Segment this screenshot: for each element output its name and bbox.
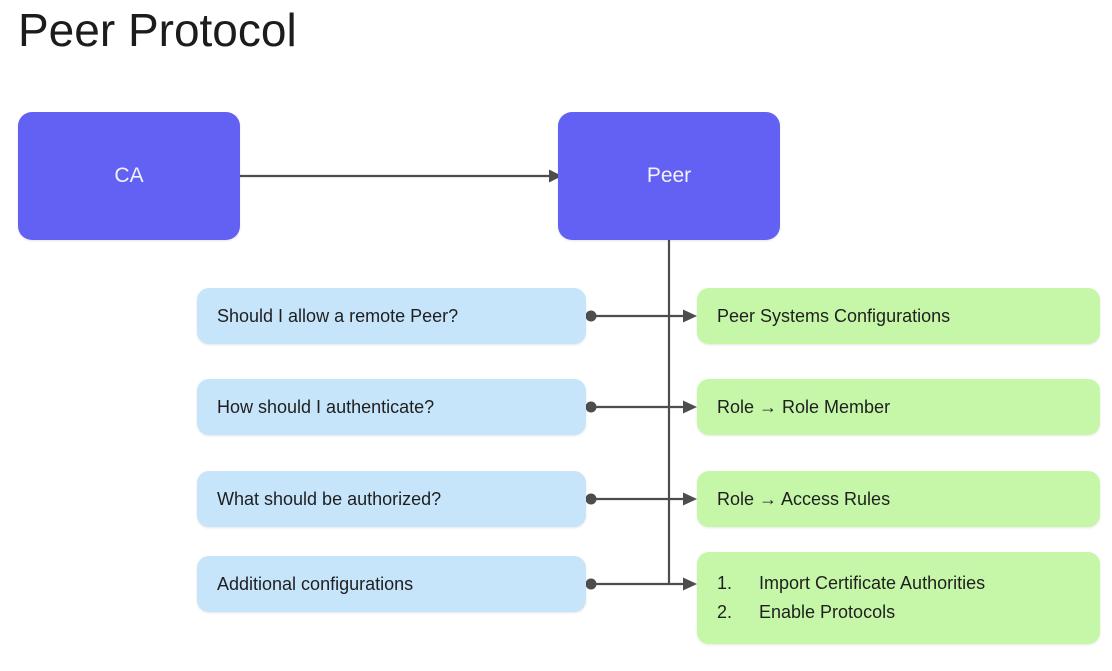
node-question-1-label: Should I allow a remote Peer? bbox=[217, 306, 459, 326]
node-ca[interactable]: CA bbox=[18, 112, 240, 240]
edge-row-2 bbox=[585, 400, 697, 414]
node-question-1[interactable]: Should I allow a remote Peer? bbox=[197, 288, 586, 344]
page-title: Peer Protocol bbox=[18, 4, 297, 56]
node-question-4-label: Additional configurations bbox=[217, 574, 414, 594]
list-item-text: Import Certificate Authorities bbox=[759, 573, 986, 593]
edge-ca-to-peer bbox=[240, 169, 562, 183]
node-answer-4[interactable]: 1. Import Certificate Authorities 2. Ena… bbox=[697, 552, 1100, 644]
node-answer-2-label: Role → Role Member bbox=[717, 397, 891, 417]
edge-row-4 bbox=[585, 577, 697, 591]
node-answer-1[interactable]: Peer Systems Configurations bbox=[697, 288, 1100, 344]
list-item-number: 2. bbox=[717, 602, 733, 622]
node-question-3-label: What should be authorized? bbox=[217, 489, 442, 509]
node-answer-1-label: Peer Systems Configurations bbox=[717, 306, 951, 326]
list-item: 1. Import Certificate Authorities bbox=[717, 569, 985, 598]
node-question-2[interactable]: How should I authenticate? bbox=[197, 379, 586, 435]
node-question-3[interactable]: What should be authorized? bbox=[197, 471, 586, 527]
node-question-2-label: How should I authenticate? bbox=[217, 397, 435, 417]
node-ca-label: CA bbox=[114, 164, 144, 187]
node-peer[interactable]: Peer bbox=[558, 112, 780, 240]
list-item-number: 1. bbox=[717, 573, 733, 593]
node-question-4[interactable]: Additional configurations bbox=[197, 556, 586, 612]
node-answer-3[interactable]: Role → Access Rules bbox=[697, 471, 1100, 527]
list-item: 2. Enable Protocols bbox=[717, 598, 985, 627]
list-item-text: Enable Protocols bbox=[759, 602, 896, 622]
edge-row-3 bbox=[585, 492, 697, 506]
node-answer-3-label: Role → Access Rules bbox=[717, 489, 891, 509]
edge-row-1 bbox=[585, 309, 697, 323]
node-peer-label: Peer bbox=[646, 164, 692, 187]
answer-4-list: 1. Import Certificate Authorities 2. Ena… bbox=[717, 569, 985, 627]
node-answer-2[interactable]: Role → Role Member bbox=[697, 379, 1100, 435]
